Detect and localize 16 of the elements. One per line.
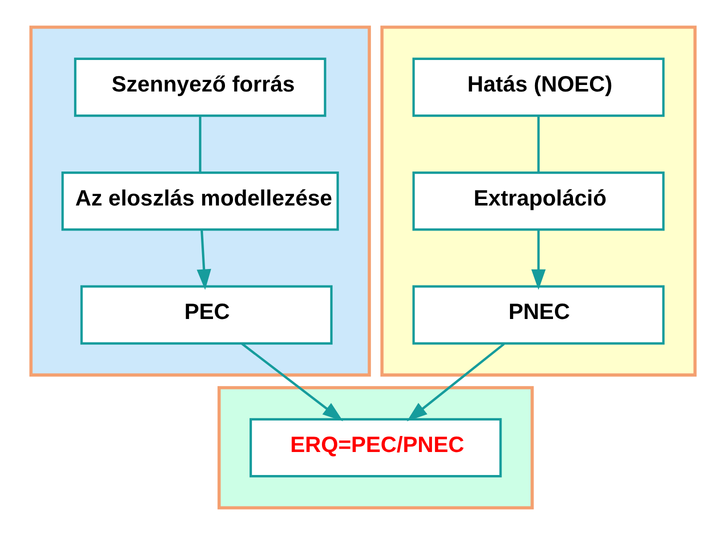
arrow bbox=[196, 230, 212, 290]
connector bbox=[198, 116, 202, 172]
cluster bbox=[218, 386, 534, 510]
cluster bbox=[380, 26, 697, 377]
arrow bbox=[406, 343, 505, 422]
arrow bbox=[531, 230, 546, 290]
node-box: Az eloszlás modellezése bbox=[61, 171, 339, 231]
node-box: Extrapoláció bbox=[412, 171, 665, 231]
connector bbox=[537, 116, 540, 172]
cluster bbox=[29, 26, 371, 377]
node-box: Hatás (NOEC) bbox=[412, 58, 665, 117]
node-box: PNEC bbox=[412, 285, 665, 345]
node-box: ERQ=PEC/PNEC bbox=[250, 418, 502, 478]
node-box: Szennyező forrás bbox=[74, 58, 326, 117]
arrow bbox=[241, 342, 344, 422]
node-box: PEC bbox=[80, 285, 333, 345]
